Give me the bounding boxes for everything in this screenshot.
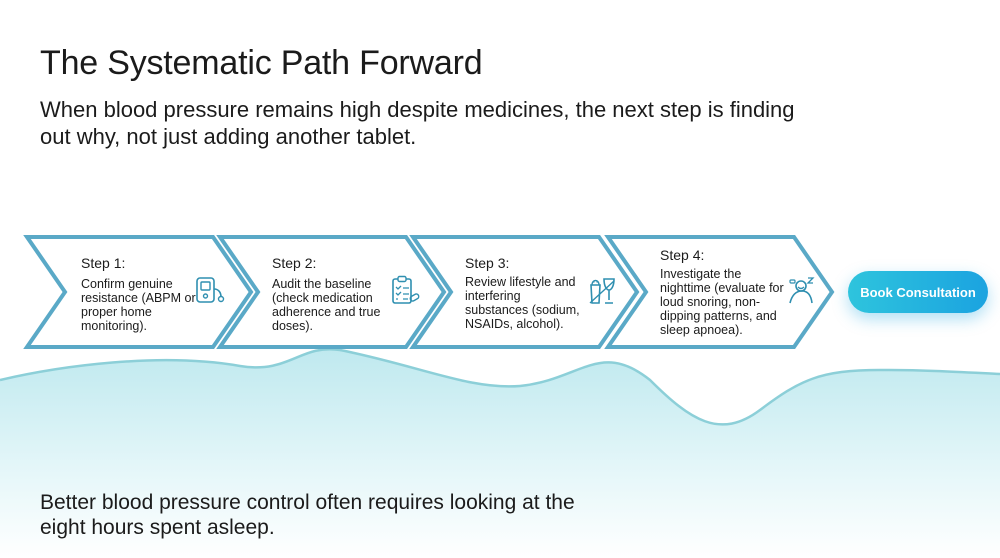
sleeping-person-icon [789,277,815,304]
step-3-chevron: Step 3: Review lifestyle and interfering… [409,235,641,349]
step-1-text: Confirm genuine resistance (ABPM or prop… [81,277,196,333]
footer-text: Better blood pressure control often requ… [40,491,575,539]
step-1-chevron: Step 1: Confirm genuine resistance (ABPM… [23,235,255,349]
step-4-text: Investigate the nighttime (evaluate for … [660,267,784,337]
step-2-text: Audit the baseline (check medication adh… [272,277,381,333]
step-4-chevron: Step 4: Investigate the nighttime (evalu… [604,235,836,349]
step-1-title: Step 1: [81,255,126,271]
page-title: The Systematic Path Forward [40,44,483,82]
step-3-title: Step 3: [465,255,510,271]
page-subtitle: When blood pressure remains high despite… [40,97,795,149]
wave-background [0,347,1000,558]
salt-and-wine-icon [589,278,615,304]
step-2-title: Step 2: [272,255,317,271]
book-consultation-button[interactable]: Book Consultation [848,271,988,313]
clipboard-checklist-icon [392,275,420,304]
step-3-text: Review lifestyle and interfering substan… [465,275,580,331]
step-4-title: Step 4: [660,247,705,263]
step-2-chevron: Step 2: Audit the baseline (check medica… [216,235,448,349]
blood-pressure-monitor-icon [196,277,225,303]
